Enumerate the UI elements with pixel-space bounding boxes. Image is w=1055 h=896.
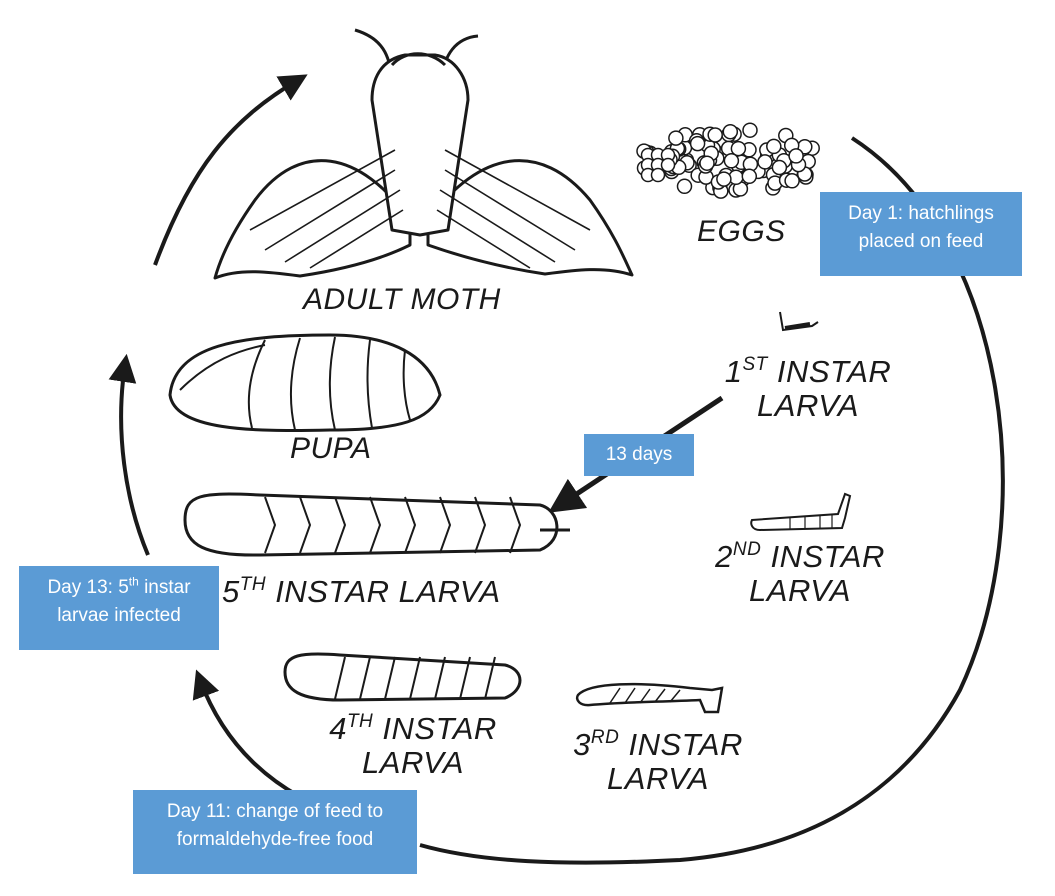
eggs-illustration (636, 122, 820, 199)
egg (788, 148, 804, 164)
third-instar-word: INSTAR (619, 727, 743, 762)
egg (660, 157, 676, 173)
day11-annotation: Day 11: change of feed to formaldehyde-f… (133, 790, 417, 874)
egg (699, 155, 715, 171)
cycle-arc-left (108, 353, 150, 556)
fifth-instar-larva-illustration (183, 492, 570, 557)
larva-segment (334, 496, 347, 554)
egg (730, 140, 747, 157)
fifth-instar-label: 5TH INSTAR LARVA (222, 575, 501, 609)
day13-annotation: Day 13: 5th instar larvae infected (19, 566, 219, 650)
larva-segment (484, 656, 496, 700)
fourth-instar-label: 4TH INSTAR LARVA (313, 712, 513, 780)
third-instar-larva-word: LARVA (607, 761, 709, 796)
second-instar-larva-illustration (750, 492, 852, 532)
day11-line2: formaldehyde-free food (176, 829, 374, 850)
second-instar-word: INSTAR (761, 539, 885, 574)
egg (716, 171, 732, 187)
first-instar-larva-word: LARVA (757, 388, 859, 423)
day13-line2: larvae infected (57, 605, 181, 626)
day11-line1: Day 11: change of feed to (166, 801, 384, 822)
third-instar-larva-illustration (575, 682, 724, 714)
larva-segment (359, 656, 371, 700)
larva-segment (409, 656, 421, 700)
day13-pre: Day 13: 5 (47, 577, 129, 598)
eggs-label: EGGS (697, 215, 786, 248)
day1-annotation: Day 1: hatchlings placed on feed (820, 192, 1022, 276)
fourth-instar-word: INSTAR (373, 711, 497, 746)
day13-sup: th (128, 574, 139, 589)
fifth-instar-number: 5 (222, 574, 240, 609)
larva-segment (459, 656, 471, 700)
larva-segment (264, 496, 277, 554)
larva-segment (434, 656, 446, 700)
egg (722, 123, 739, 140)
larva-segment (299, 496, 312, 554)
first-instar-suffix: ST (742, 353, 768, 375)
day1-line1: Day 1: hatchlings (848, 203, 994, 224)
third-instar-label: 3RD INSTAR LARVA (558, 728, 758, 796)
thirteen-days-text: 13 days (605, 444, 673, 465)
egg (707, 127, 723, 143)
larva-segment (384, 656, 396, 700)
larva-segment (369, 496, 382, 554)
larva-segment (334, 656, 346, 700)
larva-segment (509, 496, 522, 554)
second-instar-suffix: ND (732, 538, 762, 560)
adult-moth-label: ADULT MOTH (303, 283, 501, 316)
larva-segment (404, 496, 417, 554)
fourth-instar-suffix: TH (346, 710, 374, 732)
second-instar-label: 2ND INSTAR LARVA (705, 540, 895, 608)
third-instar-number: 3 (573, 727, 591, 762)
pupa-label: PUPA (290, 432, 372, 465)
egg (771, 159, 788, 176)
second-instar-larva-word: LARVA (749, 573, 851, 608)
fourth-instar-larva-word: LARVA (362, 745, 464, 780)
first-instar-word: INSTAR (767, 354, 892, 389)
egg (689, 135, 706, 152)
day1-line2: placed on feed (858, 231, 984, 252)
adult-moth-illustration (213, 28, 634, 280)
first-instar-larva-illustration (779, 311, 819, 332)
first-instar-number: 1 (724, 354, 743, 389)
egg (668, 130, 684, 146)
day13-post: instar (138, 577, 191, 598)
egg (742, 122, 758, 138)
egg (766, 138, 782, 155)
cycle-arc-top-left (153, 74, 308, 266)
egg (723, 153, 740, 169)
third-instar-suffix: RD (590, 726, 620, 748)
fourth-instar-number: 4 (329, 711, 347, 746)
larva-segment (474, 496, 487, 554)
fifth-instar-word: INSTAR LARVA (266, 574, 501, 609)
egg (741, 168, 758, 185)
second-instar-number: 2 (715, 539, 733, 574)
fifth-instar-suffix: TH (239, 573, 267, 595)
thirteen-days-annotation: 13 days (584, 434, 694, 476)
pupa-illustration (168, 333, 442, 433)
egg (676, 178, 693, 195)
egg (784, 173, 800, 189)
fourth-instar-larva-illustration (283, 652, 522, 702)
cycle-arc-right (419, 136, 1005, 865)
egg (757, 154, 773, 170)
larva-segment (439, 496, 452, 554)
egg (650, 167, 666, 183)
first-instar-label: 1ST INSTAR LARVA (718, 355, 898, 423)
